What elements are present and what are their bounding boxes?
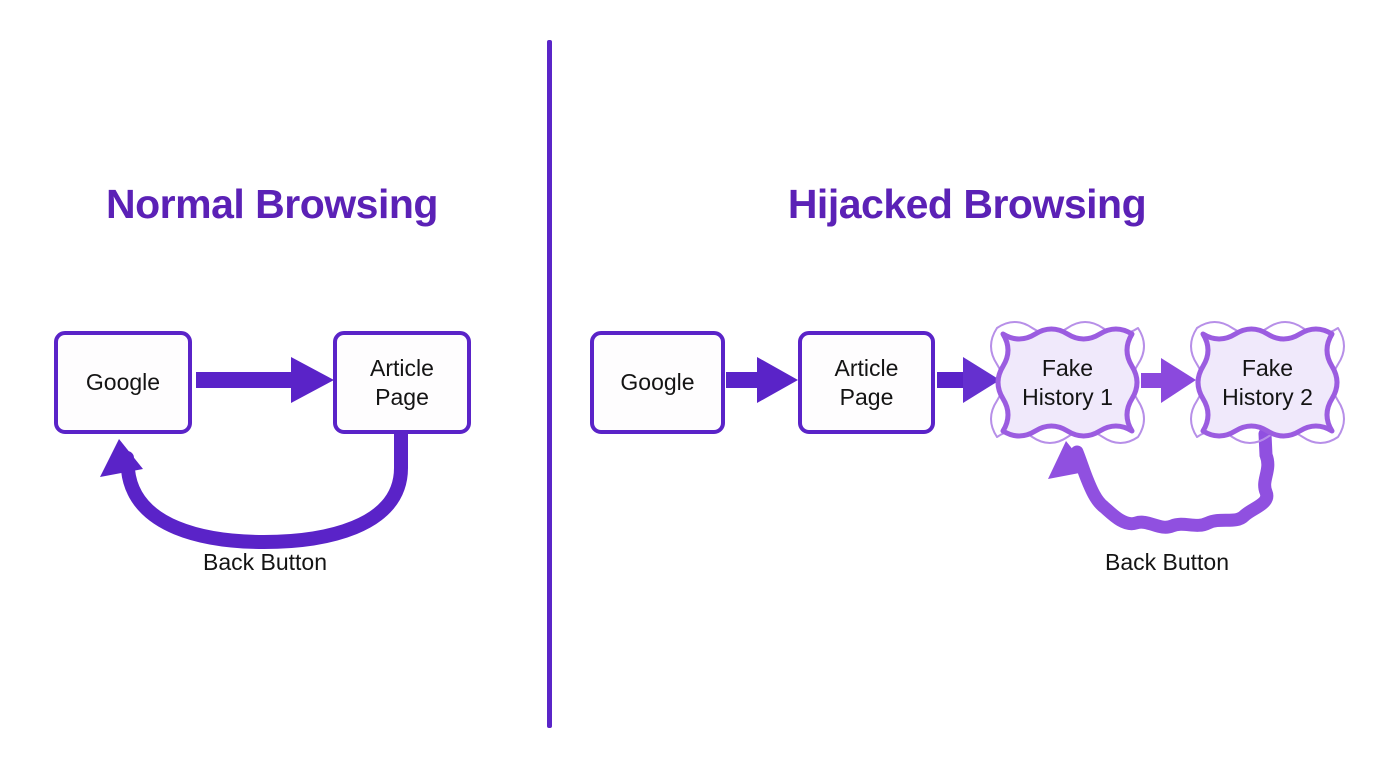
back-arrow-left-head — [100, 439, 143, 477]
arrow-head — [757, 357, 798, 403]
arrow-google-to-article-right — [726, 357, 798, 403]
fake-history-2-border-echo — [1190, 321, 1345, 444]
back-button-label-left: Back Button — [202, 549, 328, 575]
arrow-article-to-fake1 — [937, 357, 1000, 403]
node-article-page-left: Article Page — [333, 331, 471, 434]
back-button-label-right: Back Button — [1104, 549, 1230, 575]
arrow-fake1-to-fake2 — [1141, 358, 1196, 403]
arrow-google-to-article-left — [196, 357, 334, 403]
panel-divider — [547, 40, 552, 728]
arrow-shaft — [726, 372, 758, 388]
arrow-head — [291, 357, 334, 403]
node-google-left: Google — [54, 331, 192, 434]
back-arrow-right-head — [1048, 441, 1090, 479]
node-label: Article Page — [370, 354, 434, 410]
arrow-shaft — [1141, 373, 1162, 388]
node-label: Google — [620, 369, 695, 396]
node-label: Google — [85, 369, 161, 396]
fake-history-1-border — [995, 326, 1140, 439]
node-label: Fake History 2 — [1222, 354, 1313, 410]
fake-history-2-border — [1195, 326, 1340, 439]
node-fake-history-2: Fake History 2 — [1200, 333, 1335, 432]
node-label: Article Page — [834, 354, 899, 410]
arrow-shaft — [196, 372, 291, 388]
back-arrow-left-curve — [120, 425, 408, 550]
back-arrow-right-squiggle — [1070, 427, 1275, 534]
arrow-head — [963, 357, 1000, 403]
fake-history-1-border-echo — [990, 321, 1145, 444]
node-article-page-right: Article Page — [798, 331, 935, 434]
left-panel-title: Normal Browsing — [106, 181, 438, 227]
node-google-right: Google — [590, 331, 725, 434]
arrow-head — [1161, 358, 1196, 403]
node-fake-history-1: Fake History 1 — [1000, 333, 1135, 432]
arrow-shaft — [937, 372, 964, 388]
right-panel-title: Hijacked Browsing — [787, 181, 1147, 227]
node-label: Fake History 1 — [1022, 354, 1113, 410]
